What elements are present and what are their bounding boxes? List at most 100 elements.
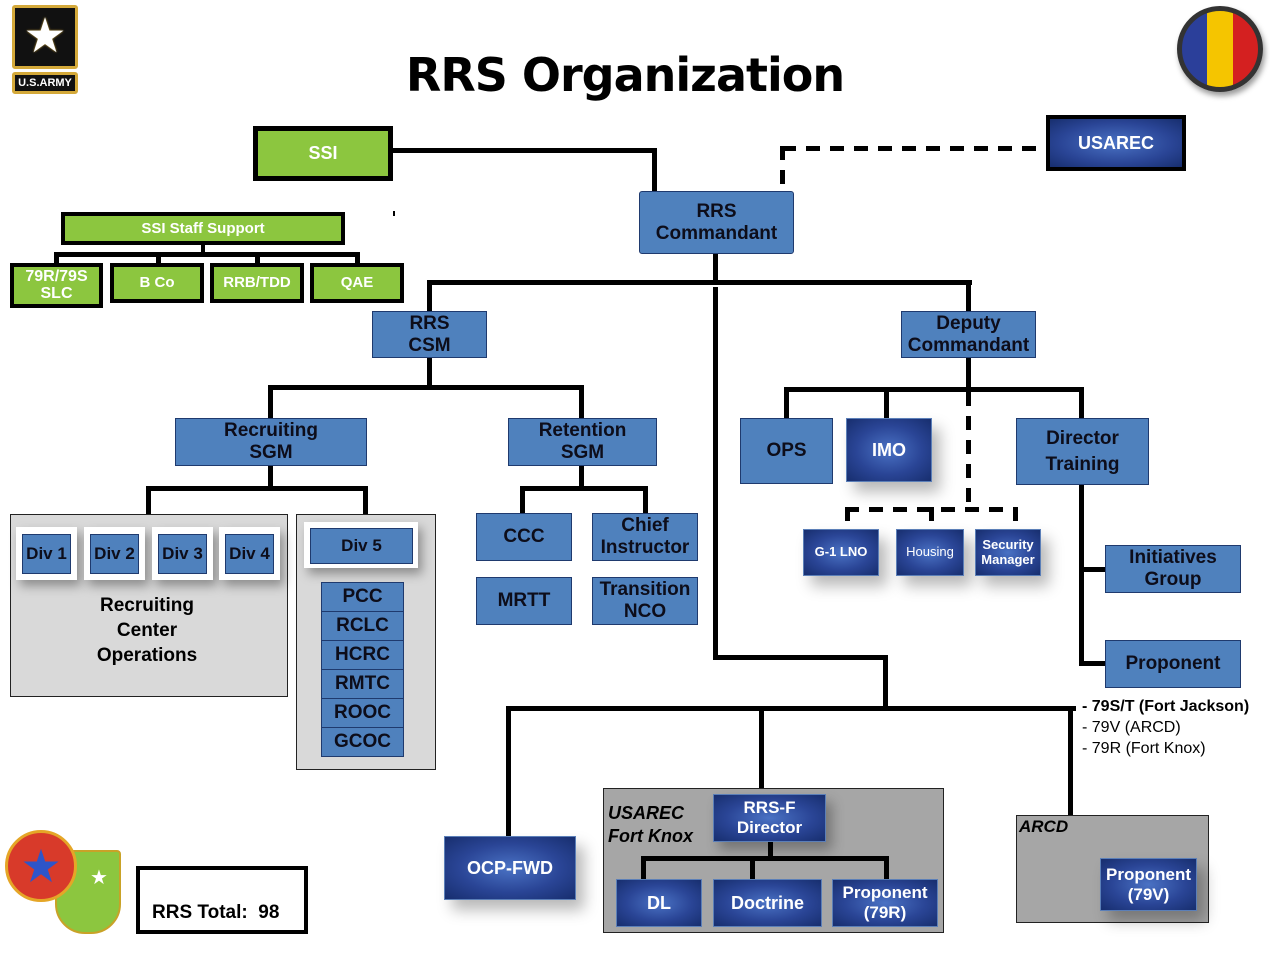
bco-box[interactable]: B Co bbox=[110, 263, 204, 303]
ssi-staff-support-box[interactable]: SSI Staff Support bbox=[61, 212, 345, 245]
mrtt-box[interactable]: MRTT bbox=[476, 577, 572, 625]
node-line: Group bbox=[1144, 569, 1202, 590]
node-line: Manager bbox=[981, 551, 1035, 567]
ocp-fwd-box[interactable]: OCP-FWD bbox=[444, 836, 576, 900]
proponent-box[interactable]: Proponent bbox=[1105, 640, 1241, 688]
node-line: (79V) bbox=[1127, 884, 1170, 904]
ccc-box[interactable]: CCC bbox=[476, 513, 572, 561]
proponent-note: - 79S/T (Fort Jackson) bbox=[1082, 698, 1250, 715]
connector bbox=[784, 387, 789, 420]
ssi-box[interactable]: SSI bbox=[253, 126, 393, 181]
label-line: USAREC bbox=[608, 803, 685, 823]
proponent-note: - 79R (Fort Knox) bbox=[1082, 740, 1206, 757]
g1-lno-box[interactable]: G-1 LNO bbox=[803, 529, 879, 576]
node-line: Chief bbox=[621, 515, 669, 537]
rrs-commandant-box[interactable]: RRS Commandant bbox=[639, 191, 794, 254]
arcd-label: ARCD bbox=[1019, 817, 1069, 836]
initiatives-group-box[interactable]: Initiatives Group bbox=[1105, 545, 1241, 593]
retention-sgm-box[interactable]: Retention SGM bbox=[508, 418, 657, 466]
dashed-connector bbox=[780, 146, 785, 192]
dashed-connector bbox=[782, 146, 1048, 151]
connector bbox=[579, 385, 584, 420]
node-line: Director bbox=[1046, 427, 1119, 449]
proponent-79v-box[interactable]: Proponent (79V) bbox=[1100, 858, 1197, 911]
connector bbox=[784, 387, 1084, 392]
node-line: CSM bbox=[408, 334, 451, 356]
connector bbox=[363, 486, 368, 516]
div-5-course-list: PCC RCLC HCRC RMTC ROOC GCOC bbox=[321, 582, 404, 757]
label-line: Recruiting bbox=[100, 595, 194, 616]
node-line: SLC bbox=[40, 284, 73, 302]
node-line: Proponent bbox=[1106, 864, 1191, 884]
node-line: Retention bbox=[538, 420, 627, 442]
course-rooc[interactable]: ROOC bbox=[321, 698, 404, 728]
node-line: Commandant bbox=[907, 334, 1030, 356]
chief-instructor-box[interactable]: Chief Instructor bbox=[592, 513, 698, 561]
deputy-commandant-box[interactable]: Deputy Commandant bbox=[901, 311, 1036, 358]
course-pcc[interactable]: PCC bbox=[321, 582, 404, 612]
rrs-f-director-box[interactable]: RRS-F Director bbox=[713, 794, 826, 842]
army-logo-text: U.S.ARMY bbox=[12, 72, 78, 94]
div-1-box[interactable]: Div 1 bbox=[22, 534, 71, 574]
connector bbox=[393, 211, 395, 216]
connector bbox=[520, 486, 525, 514]
node-line: RRS bbox=[696, 200, 737, 222]
node-line: SGM bbox=[560, 442, 605, 463]
ops-box[interactable]: OPS bbox=[740, 418, 833, 484]
div-2-box[interactable]: Div 2 bbox=[90, 534, 139, 574]
us-army-logo: ★ U.S.ARMY bbox=[10, 5, 80, 95]
node-line: Transition bbox=[599, 579, 691, 601]
connector bbox=[652, 148, 657, 193]
connector bbox=[54, 252, 59, 266]
node-line: RRS bbox=[409, 312, 450, 334]
dashed-connector bbox=[929, 507, 934, 527]
node-line: Recruiting bbox=[224, 420, 318, 442]
dl-box[interactable]: DL bbox=[616, 879, 702, 927]
security-manager-box[interactable]: Security Manager bbox=[975, 529, 1041, 576]
connector bbox=[750, 856, 755, 880]
connector bbox=[1079, 387, 1084, 420]
connector bbox=[506, 706, 511, 838]
slc-box[interactable]: 79R/79S SLC bbox=[10, 263, 103, 308]
imo-box[interactable]: IMO bbox=[846, 418, 932, 482]
doctrine-box[interactable]: Doctrine bbox=[713, 879, 822, 927]
dashed-connector bbox=[1013, 507, 1018, 527]
node-line: NCO bbox=[623, 601, 667, 622]
connector bbox=[768, 842, 773, 860]
tradoc-roundel-icon bbox=[1177, 6, 1263, 92]
proponent-79r-box[interactable]: Proponent (79R) bbox=[832, 879, 938, 927]
connector bbox=[54, 252, 360, 257]
dashed-connector bbox=[966, 392, 971, 510]
node-line: Security bbox=[982, 536, 1034, 552]
recruiting-sgm-box[interactable]: Recruiting SGM bbox=[175, 418, 367, 466]
connector bbox=[268, 385, 584, 390]
connector bbox=[506, 706, 1076, 711]
label-line: Fort Knox bbox=[608, 826, 693, 846]
rrb-tdd-box[interactable]: RRB/TDD bbox=[210, 263, 304, 303]
label-line: Center bbox=[116, 620, 178, 641]
usarec-box[interactable]: USAREC bbox=[1046, 115, 1186, 171]
course-rmtc[interactable]: RMTC bbox=[321, 669, 404, 699]
connector bbox=[156, 252, 161, 266]
housing-box[interactable]: Housing bbox=[896, 529, 964, 576]
div-4-box[interactable]: Div 4 bbox=[225, 534, 274, 574]
node-line: Deputy bbox=[936, 312, 1001, 334]
rrs-csm-box[interactable]: RRS CSM bbox=[372, 311, 487, 358]
course-rclc[interactable]: RCLC bbox=[321, 611, 404, 641]
course-hcrc[interactable]: HCRC bbox=[321, 640, 404, 670]
node-line: Commandant bbox=[655, 222, 778, 244]
connector bbox=[884, 387, 889, 420]
director-training-box[interactable]: Director Training bbox=[1016, 418, 1149, 485]
connector bbox=[146, 486, 368, 491]
course-gcoc[interactable]: GCOC bbox=[321, 727, 404, 757]
div-5-box[interactable]: Div 5 bbox=[310, 528, 413, 564]
transition-nco-box[interactable]: Transition NCO bbox=[592, 577, 698, 625]
div-3-box[interactable]: Div 3 bbox=[158, 534, 207, 574]
connector bbox=[643, 486, 648, 514]
connector bbox=[884, 856, 889, 880]
star-icon: ★ bbox=[23, 10, 67, 63]
dashed-connector bbox=[845, 507, 850, 527]
qae-box[interactable]: QAE bbox=[310, 263, 404, 303]
connector bbox=[966, 280, 971, 312]
connector bbox=[641, 856, 646, 880]
